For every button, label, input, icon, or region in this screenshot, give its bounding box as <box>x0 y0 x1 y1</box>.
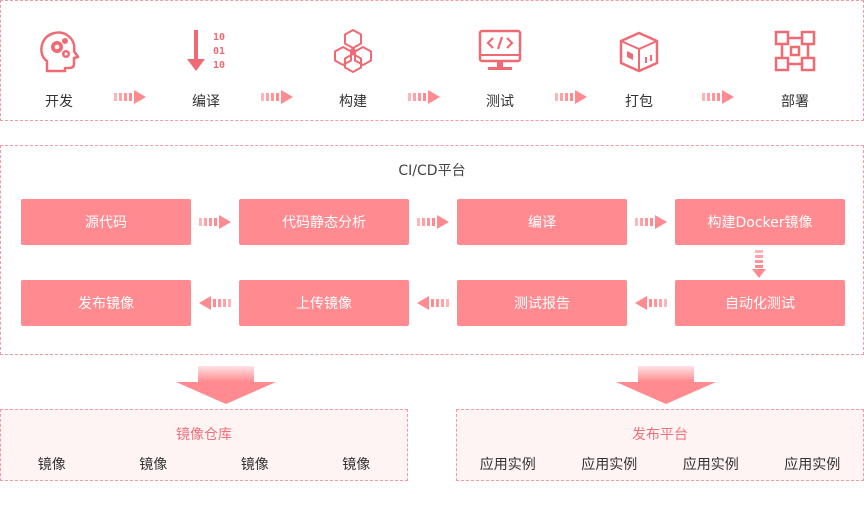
step-test-report: 测试报告 <box>457 280 627 326</box>
big-arrow-down-release <box>616 366 716 404</box>
image-registry-panel: 镜像仓库 镜像 镜像 镜像 镜像 <box>0 409 408 481</box>
stage-label-build: 构建 <box>339 94 367 110</box>
registry-image-item: 镜像 <box>342 457 371 473</box>
flow-arrow-right <box>114 90 146 104</box>
stage-label-package: 打包 <box>625 94 653 110</box>
step-upload-image: 上传镜像 <box>239 280 409 326</box>
flow-arrow-left <box>635 296 667 310</box>
stage-build: 构建 <box>313 27 393 111</box>
flow-arrow-right <box>261 90 293 104</box>
step-automated-test: 自动化测试 <box>675 280 845 326</box>
flow-arrow-right <box>702 90 734 104</box>
hexagon-cluster-icon <box>334 28 372 74</box>
release-platform-panel: 发布平台 应用实例 应用实例 应用实例 应用实例 <box>456 409 864 481</box>
cicd-title: CI/CD平台 <box>398 163 466 179</box>
step-source-code: 源代码 <box>21 199 191 245</box>
app-instance-item: 应用实例 <box>479 457 536 473</box>
registry-image-item: 镜像 <box>240 457 269 473</box>
code-monitor-icon <box>478 29 522 70</box>
stage-develop: 开发 <box>19 27 99 111</box>
release-title: 发布平台 <box>632 427 688 443</box>
package-box-icon <box>619 31 659 73</box>
step-build-docker-image: 构建Docker镜像 <box>675 199 845 245</box>
stage-deploy: 部署 <box>755 27 835 111</box>
svg-text:10: 10 <box>213 32 225 43</box>
stage-package: 打包 <box>599 27 679 111</box>
stage-label-develop: 开发 <box>45 94 73 110</box>
flow-arrow-right <box>408 90 440 104</box>
network-nodes-icon <box>774 30 816 72</box>
flow-arrow-right <box>199 215 231 229</box>
registry-title: 镜像仓库 <box>176 427 232 443</box>
flow-arrow-down <box>752 250 766 278</box>
flow-arrow-left <box>417 296 449 310</box>
big-arrow-down-registry <box>176 366 276 404</box>
svg-text:10: 10 <box>213 60 225 71</box>
registry-image-item: 镜像 <box>139 457 168 473</box>
flow-arrow-right <box>417 215 449 229</box>
binary-download-icon: 10 01 10 <box>187 30 225 71</box>
app-instance-item: 应用实例 <box>581 457 638 473</box>
stage-label-compile: 编译 <box>192 94 220 110</box>
step-publish-image: 发布镜像 <box>21 280 191 326</box>
svg-text:01: 01 <box>213 46 225 57</box>
flow-arrow-left <box>199 296 231 310</box>
app-instance-item: 应用实例 <box>784 457 841 473</box>
stage-label-deploy: 部署 <box>781 94 809 110</box>
cicd-platform-panel: CI/CD平台 源代码 代码静态分析 编译 构建Docker镜像 发布镜像 上传… <box>0 145 864 355</box>
stage-label-test: 测试 <box>486 94 514 110</box>
head-gears-icon <box>40 31 80 73</box>
app-instance-item: 应用实例 <box>682 457 739 473</box>
step-static-analysis: 代码静态分析 <box>239 199 409 245</box>
stage-test: 测试 <box>460 27 540 111</box>
dev-pipeline-panel: 开发 10 01 10 编译 构建 <box>0 0 864 121</box>
stage-compile: 10 01 10 编译 <box>166 27 246 111</box>
registry-image-item: 镜像 <box>37 457 66 473</box>
flow-arrow-right <box>635 215 667 229</box>
flow-arrow-right <box>555 90 587 104</box>
step-compile: 编译 <box>457 199 627 245</box>
